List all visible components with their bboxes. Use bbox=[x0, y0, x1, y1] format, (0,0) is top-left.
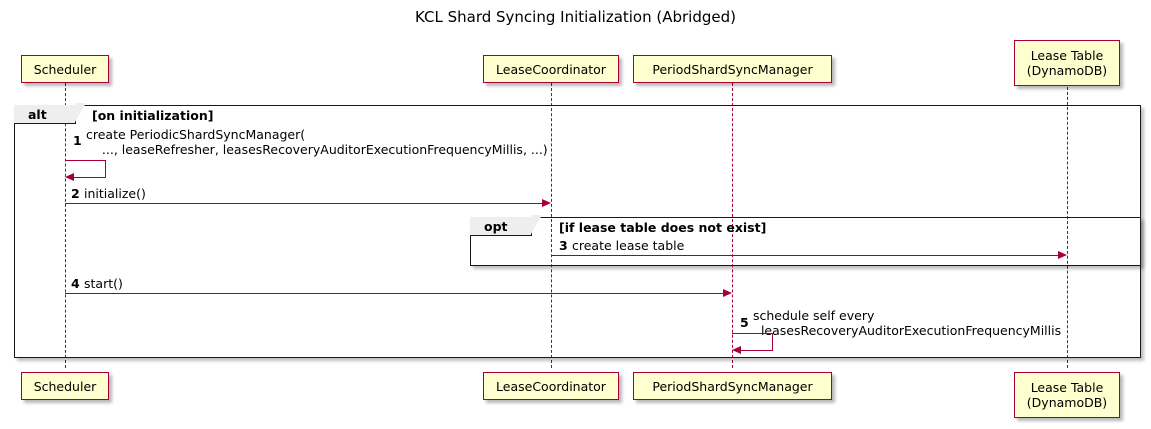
participant-period-shard-sync-manager-top[interactable]: PeriodShardSyncManager bbox=[633, 55, 832, 83]
message-3-arrowhead bbox=[1058, 250, 1067, 259]
message-3-arrow-line bbox=[551, 255, 1058, 256]
lifeline-period-shard-sync-manager bbox=[732, 83, 733, 368]
message-1-number: 1 bbox=[73, 133, 82, 148]
diagram-title: KCL Shard Syncing Initialization (Abridg… bbox=[415, 8, 736, 26]
participant-lease-coordinator-bottom[interactable]: LeaseCoordinator bbox=[483, 372, 619, 400]
message-1-line-1: create PeriodicShardSyncManager( bbox=[86, 127, 306, 142]
message-4-arrowhead bbox=[723, 288, 732, 297]
participant-scheduler-top-label: Scheduler bbox=[33, 61, 97, 77]
participant-lease-table-bottom-label-line2: (DynamoDB) bbox=[1026, 395, 1108, 410]
message-3-number: 3 bbox=[559, 238, 568, 253]
lifeline-lease-table bbox=[1067, 87, 1068, 368]
participant-lease-table-top[interactable]: Lease Table (DynamoDB) bbox=[1014, 40, 1120, 86]
message-1-self-bottom bbox=[74, 177, 106, 178]
lifeline-lease-coordinator bbox=[551, 83, 552, 368]
fragment-alt-operator: alt bbox=[14, 103, 86, 124]
participant-period-shard-sync-manager-bottom[interactable]: PeriodShardSyncManager bbox=[633, 372, 832, 400]
participant-lease-table-top-label-line1: Lease Table bbox=[1030, 48, 1104, 63]
message-5-label: schedule self every leasesRecoveryAudito… bbox=[753, 308, 1061, 338]
message-1-self-top bbox=[65, 160, 106, 161]
message-3-label: create lease table bbox=[572, 238, 685, 253]
message-5-arrowhead bbox=[732, 345, 741, 354]
participant-lease-coordinator-bottom-label: LeaseCoordinator bbox=[496, 378, 606, 394]
message-5-number: 5 bbox=[740, 315, 749, 330]
message-1-label: create PeriodicShardSyncManager( ..., le… bbox=[86, 127, 548, 157]
message-5-self-bottom bbox=[741, 350, 773, 351]
fragment-opt-operator: opt bbox=[470, 215, 542, 236]
message-4-arrow-line bbox=[65, 293, 724, 294]
participant-scheduler-bottom[interactable]: Scheduler bbox=[21, 372, 109, 400]
message-5-self-top bbox=[732, 333, 773, 334]
message-2-number: 2 bbox=[71, 186, 80, 201]
message-5-line-1: schedule self every bbox=[753, 308, 875, 323]
participant-period-shard-sync-manager-bottom-label: PeriodShardSyncManager bbox=[652, 378, 813, 394]
message-1-self-right bbox=[105, 160, 106, 177]
participant-scheduler-bottom-label: Scheduler bbox=[33, 378, 97, 394]
lifeline-scheduler bbox=[65, 83, 66, 368]
message-2-label: initialize() bbox=[84, 186, 146, 201]
message-2-arrowhead bbox=[542, 198, 551, 207]
participant-lease-coordinator-top-label: LeaseCoordinator bbox=[496, 61, 606, 77]
message-1-arrowhead bbox=[65, 172, 74, 181]
fragment-opt-condition: [if lease table does not exist] bbox=[559, 220, 767, 235]
participant-period-shard-sync-manager-top-label: PeriodShardSyncManager bbox=[652, 61, 813, 77]
message-4-number: 4 bbox=[71, 276, 80, 291]
message-4-label: start() bbox=[84, 276, 123, 291]
participant-lease-table-top-label-line2: (DynamoDB) bbox=[1026, 63, 1108, 78]
participant-lease-table-bottom-label-line1: Lease Table bbox=[1030, 380, 1104, 395]
fragment-alt-condition: [on initialization] bbox=[92, 108, 214, 123]
participant-lease-coordinator-top[interactable]: LeaseCoordinator bbox=[483, 55, 619, 83]
participant-scheduler-top[interactable]: Scheduler bbox=[21, 55, 109, 83]
message-5-self-right bbox=[772, 333, 773, 350]
message-5-line-2: leasesRecoveryAuditorExecutionFrequencyM… bbox=[753, 323, 1062, 338]
message-2-arrow-line bbox=[65, 203, 543, 204]
message-1-line-2: ..., leaseRefresher, leasesRecoveryAudit… bbox=[86, 142, 548, 157]
participant-lease-table-bottom[interactable]: Lease Table (DynamoDB) bbox=[1014, 372, 1120, 418]
fragment-opt bbox=[470, 217, 1141, 266]
